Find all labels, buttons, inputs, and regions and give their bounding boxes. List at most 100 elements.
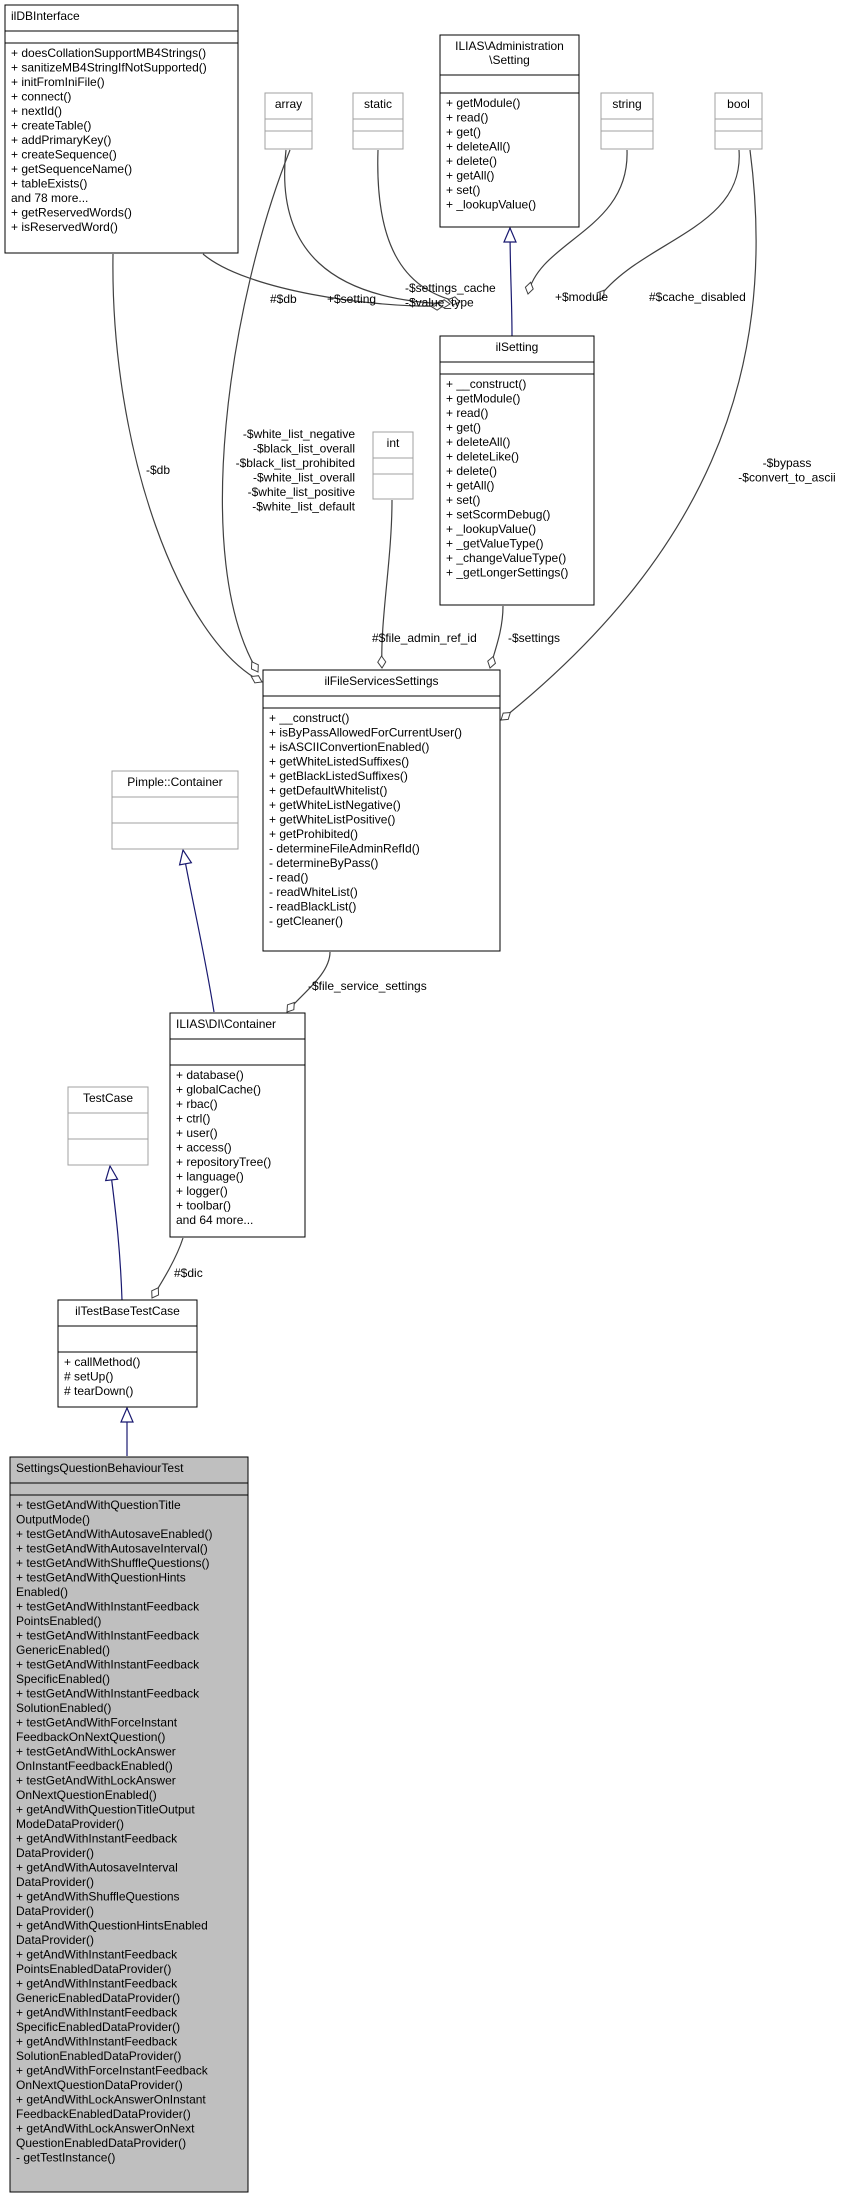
class-method: + createSequence() [11,148,117,162]
class-method: SolutionEnabled() [16,1701,111,1715]
class-method: FeedbackEnabledDataProvider() [16,2107,191,2121]
class-method: + database() [176,1068,244,1082]
class-box-static[interactable]: static [352,92,404,150]
edge-di-container-inherits-pimple [183,850,215,1013]
class-box-iltestbasetestcase[interactable]: ilTestBaseTestCase+ callMethod()# setUp(… [57,1299,198,1408]
class-method: OnNextQuestionEnabled() [16,1788,157,1802]
class-method: + initFromIniFile() [11,75,105,89]
class-method: + getAndWithInstantFeedback [16,1948,178,1962]
class-name: ilDBInterface [11,9,80,23]
class-method: + repositoryTree() [176,1155,271,1169]
class-method: + testGetAndWithAutosaveInterval() [16,1542,208,1556]
class-method: + set() [446,183,480,197]
class-method: + getModule() [446,392,520,406]
class-method: + testGetAndWithLockAnswer [16,1745,176,1759]
class-method: + testGetAndWithForceInstant [16,1716,178,1730]
class-name: TestCase [83,1091,133,1105]
edge-label-white-list: -$white_list_default [252,500,355,514]
class-box-frame [600,92,654,150]
class-method: + testGetAndWithInstantFeedback [16,1687,200,1701]
class-method: + deleteAll() [446,140,510,154]
class-method: FeedbackOnNextQuestion() [16,1730,165,1744]
class-box-admin-setting[interactable]: ILIAS\Administration\Setting+ getModule(… [439,34,580,228]
class-method: Enabled() [16,1585,68,1599]
class-method: DataProvider() [16,1846,94,1860]
class-method: + read() [446,406,488,420]
class-method: + rbac() [176,1097,218,1111]
class-box-frame [264,92,313,150]
class-method: PointsEnabledDataProvider() [16,1962,171,1976]
class-method: SpecificEnabledDataProvider() [16,2020,180,2034]
class-name: SettingsQuestionBehaviourTest [16,1461,184,1475]
class-box-ilfileservicessettings[interactable]: ilFileServicesSettings + __construct() + i… [262,669,501,952]
class-name: ilFileServicesSettings [324,674,438,688]
class-box-array[interactable]: array [264,92,313,150]
class-box-ildbinterface[interactable]: ilDBInterface+ doesCollationSupportMB4St… [4,4,239,254]
edge-label-dic: #$dic [174,1266,203,1280]
edge-label-file-admin-ref-id: #$file_admin_ref_id [372,631,477,645]
class-method: GenericEnabled() [16,1643,110,1657]
class-box-settingsquestionbehaviourtest[interactable]: SettingsQuestionBehaviourTest + testGetAn… [9,1456,249,2193]
class-box-int[interactable]: int [372,431,414,500]
class-box-string[interactable]: string [600,92,654,150]
class-name: ILIAS\DI\Container [176,1017,276,1031]
class-method: + user() [176,1126,218,1140]
class-method: + addPrimaryKey() [11,133,111,147]
class-method: OnInstantFeedbackEnabled() [16,1759,173,1773]
class-method: + __construct() [269,711,349,725]
class-box-bool[interactable]: bool [714,92,763,150]
class-method: + getBlackListedSuffixes() [269,769,408,783]
class-method: + isASCIIConvertionEnabled() [269,740,429,754]
class-box-ilsetting[interactable]: ilSetting+ __construct()+ getModule()+ r… [439,335,595,606]
class-method: + getAndWithInstantFeedback [16,1977,178,1991]
class-method: + logger() [176,1184,228,1198]
class-box-di-container[interactable]: ILIAS\DI\Container + database()+ globalCa… [169,1012,306,1238]
class-method: QuestionEnabledDataProvider() [16,2136,186,2150]
class-method: + getModule() [446,96,520,110]
class-method: - readWhiteList() [269,885,358,899]
class-method: + _lookupValue() [446,522,536,536]
edge-string-to-ilsetting [524,149,628,295]
edge-label-settings-cache: -$settings_cache [405,281,496,295]
edge-bool-to-fileservices [500,149,757,721]
class-name: bool [727,97,750,111]
class-method: + getAndWithLockAnswerOnNext [16,2122,195,2136]
class-method: + getAndWithQuestionTitleOutput [16,1803,195,1817]
class-method: + globalCache() [176,1083,261,1097]
class-method: + testGetAndWithAutosaveEnabled() [16,1527,212,1541]
edge-label-setting: +$setting [327,292,376,306]
class-method: + _getValueType() [446,537,544,551]
class-method: SpecificEnabled() [16,1672,110,1686]
class-method: + _lookupValue() [446,198,536,212]
class-method: + read() [446,111,488,125]
class-method: DataProvider() [16,1933,94,1947]
edge-array-to-fileservices [221,149,291,673]
class-box-frame [352,92,404,150]
class-method: + setScormDebug() [446,508,550,522]
class-method: SolutionEnabledDataProvider() [16,2049,181,2063]
class-box-frame [57,1299,198,1408]
class-name: static [364,97,392,111]
class-method: + __construct() [446,377,526,391]
class-name: ILIAS\Administration [455,39,564,53]
class-box-pimple[interactable]: Pimple::Container [111,770,239,850]
edge-label-bypass: -$convert_to_ascii [738,471,835,485]
class-method: + _changeValueType() [446,551,566,565]
class-method: + getSequenceName() [11,162,132,176]
class-method: ModeDataProvider() [16,1817,124,1831]
edge-int-to-fileservices [377,499,393,669]
class-box-frame [67,1086,149,1166]
edge-label-bypass: -$bypass [763,456,812,470]
class-method: - determineFileAdminRefId() [269,842,420,856]
class-method: + isReservedWord() [11,220,118,234]
class-box-testcase[interactable]: TestCase [67,1086,149,1166]
class-method: PointsEnabled() [16,1614,101,1628]
class-method: + callMethod() [64,1355,140,1369]
class-method: + createTable() [11,119,91,133]
class-method: + testGetAndWithQuestionHints [16,1571,186,1585]
class-box-frame [439,335,595,606]
class-method: # setUp() [64,1370,113,1384]
class-box-frame [4,4,239,254]
class-method: - determineByPass() [269,856,378,870]
